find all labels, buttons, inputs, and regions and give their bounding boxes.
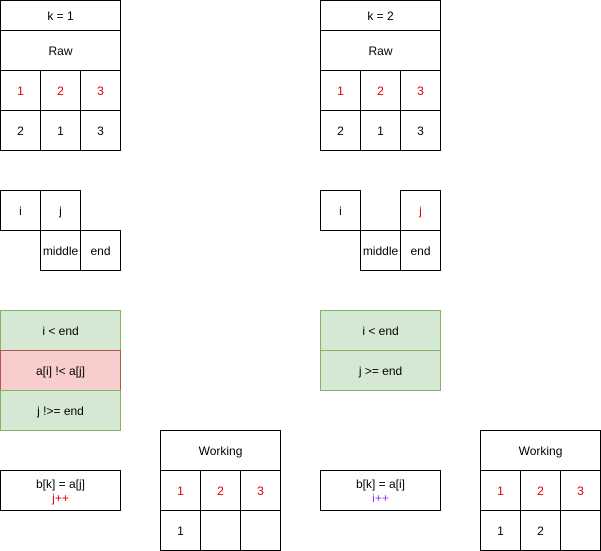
working-index-cell: 3 (240, 470, 281, 511)
pointer-end: end (80, 230, 121, 271)
pointer-j: j (400, 190, 441, 231)
working-title: Working (160, 430, 281, 471)
raw-index-cell: 3 (80, 70, 121, 111)
pointer-end: end (400, 230, 441, 271)
pointer-i: i (320, 190, 361, 231)
raw-index-cell: 1 (320, 70, 361, 111)
pointer-i: i (0, 190, 41, 231)
working-value-cell: 1 (480, 510, 521, 551)
raw-index-cell: 2 (360, 70, 401, 111)
working-index-cell: 3 (560, 470, 601, 511)
raw-value-cell: 1 (360, 110, 401, 151)
raw-title: Raw (0, 30, 121, 71)
assignment-increment: j++ (52, 490, 69, 505)
working-value-cell (200, 510, 241, 551)
raw-value-cell: 1 (40, 110, 81, 151)
assignment-box: b[k] = a[j] j++ (0, 470, 121, 511)
raw-index-cell: 3 (400, 70, 441, 111)
raw-value-cell: 3 (80, 110, 121, 151)
pointer-middle: middle (360, 230, 401, 271)
working-title: Working (480, 430, 601, 471)
condition-box: i < end (320, 310, 441, 351)
assignment-increment: i++ (372, 490, 389, 505)
raw-value-cell: 2 (0, 110, 41, 151)
condition-box: j !>= end (0, 390, 121, 431)
condition-box: j >= end (320, 350, 441, 391)
k-label: k = 1 (0, 0, 121, 31)
pointer-j: j (40, 190, 81, 231)
raw-index-cell: 2 (40, 70, 81, 111)
assignment-main: b[k] = a[i] (355, 476, 406, 491)
raw-index-cell: 1 (0, 70, 41, 111)
raw-title: Raw (320, 30, 441, 71)
raw-value-cell: 2 (320, 110, 361, 151)
working-value-cell (240, 510, 281, 551)
assignment-main: b[k] = a[j] (35, 476, 86, 491)
k-label: k = 2 (320, 0, 441, 31)
working-index-cell: 1 (480, 470, 521, 511)
working-value-cell: 1 (160, 510, 201, 551)
condition-box: a[i] !< a[j] (0, 350, 121, 391)
working-index-cell: 1 (160, 470, 201, 511)
assignment-box: b[k] = a[i] i++ (320, 470, 441, 511)
working-value-cell: 2 (520, 510, 561, 551)
pointer-middle: middle (40, 230, 81, 271)
raw-value-cell: 3 (400, 110, 441, 151)
working-value-cell (560, 510, 601, 551)
condition-box: i < end (0, 310, 121, 351)
working-index-cell: 2 (520, 470, 561, 511)
working-index-cell: 2 (200, 470, 241, 511)
